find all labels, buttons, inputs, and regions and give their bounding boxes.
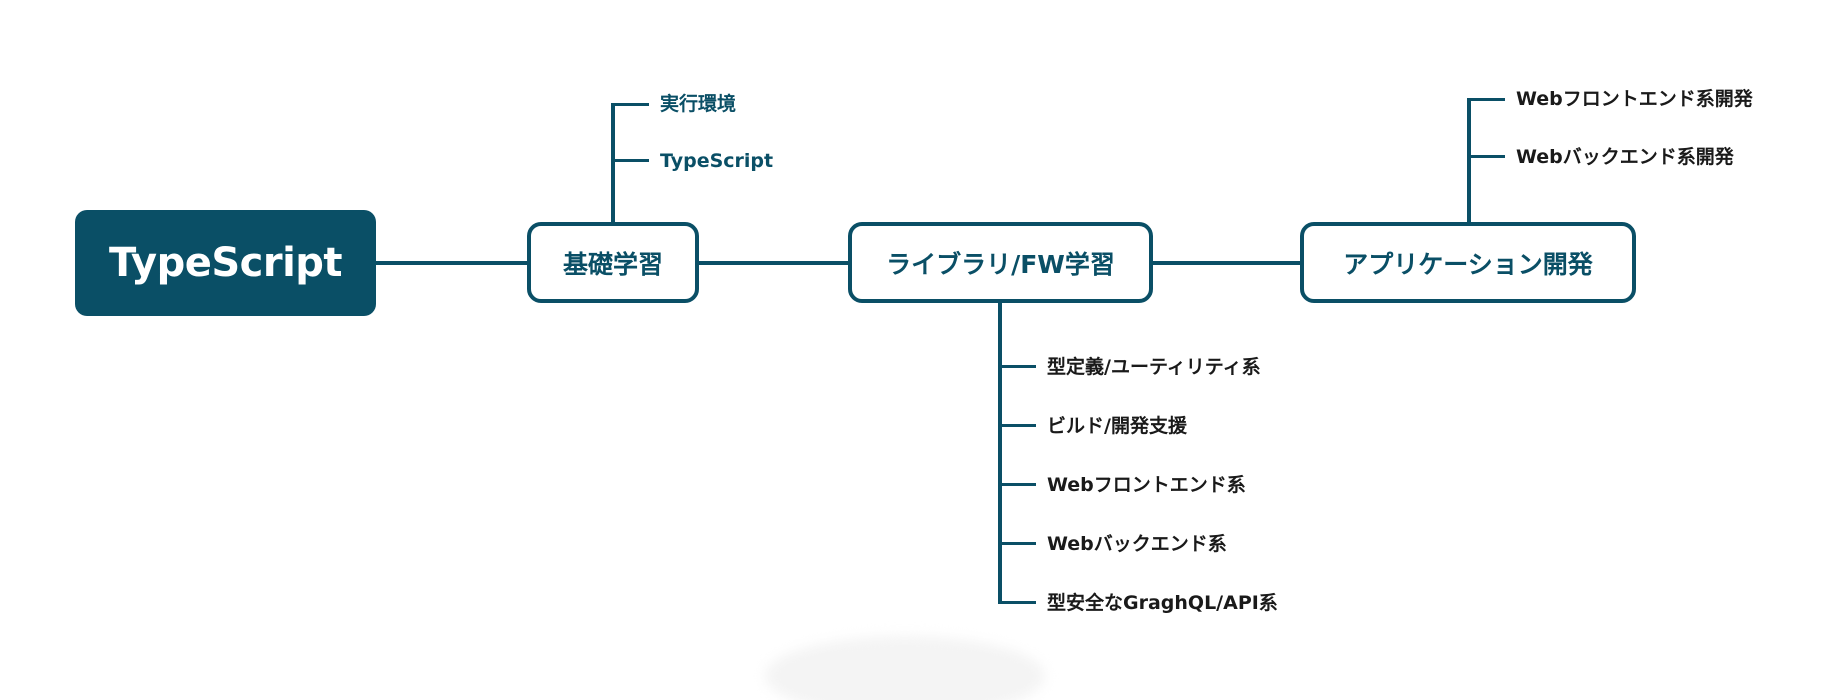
connector-libraries-leaf-1 bbox=[998, 365, 1036, 368]
root-node-label: TypeScript bbox=[108, 240, 343, 286]
leaf-libraries-build: ビルド/開発支援 bbox=[1047, 415, 1187, 437]
connector-libraries-apps bbox=[1150, 261, 1302, 265]
category-label-apps: アプリケーション開発 bbox=[1343, 249, 1593, 279]
connector-apps-leaf-1 bbox=[1467, 98, 1505, 101]
connector-basics-leaf-2 bbox=[611, 159, 649, 162]
connector-libraries-leaf-3 bbox=[998, 483, 1036, 486]
category-node-basics: 基礎学習 bbox=[527, 222, 699, 303]
connector-libraries-leaf-2 bbox=[998, 424, 1036, 427]
leaf-libraries-graphql: 型安全なGraghQL/API系 bbox=[1047, 592, 1278, 614]
root-node: TypeScript bbox=[75, 210, 376, 316]
background-shadow bbox=[765, 636, 1045, 700]
connector-apps-trunk bbox=[1467, 98, 1471, 224]
connector-basics-trunk bbox=[611, 103, 615, 224]
category-node-apps: アプリケーション開発 bbox=[1300, 222, 1636, 303]
leaf-libraries-types: 型定義/ユーティリティ系 bbox=[1047, 356, 1261, 378]
category-node-libraries: ライブラリ/FW学習 bbox=[848, 222, 1153, 303]
leaf-basics-typescript: TypeScript bbox=[660, 150, 774, 172]
leaf-apps-backend: Webバックエンド系開発 bbox=[1516, 146, 1734, 168]
connector-apps-leaf-2 bbox=[1467, 155, 1505, 158]
leaf-libraries-frontend: Webフロントエンド系 bbox=[1047, 474, 1246, 496]
connector-libraries-trunk bbox=[998, 301, 1002, 604]
connector-libraries-leaf-5 bbox=[998, 601, 1036, 604]
category-label-basics: 基礎学習 bbox=[562, 249, 663, 279]
connector-basics-libraries bbox=[696, 261, 851, 265]
category-label-libraries: ライブラリ/FW学習 bbox=[886, 249, 1115, 279]
leaf-libraries-backend: Webバックエンド系 bbox=[1047, 533, 1227, 555]
leaf-apps-frontend: Webフロントエンド系開発 bbox=[1516, 88, 1753, 110]
connector-root-basics bbox=[375, 261, 530, 265]
connector-basics-leaf-1 bbox=[611, 103, 649, 106]
leaf-basics-runtime: 実行環境 bbox=[660, 93, 737, 115]
connector-libraries-leaf-4 bbox=[998, 542, 1036, 545]
